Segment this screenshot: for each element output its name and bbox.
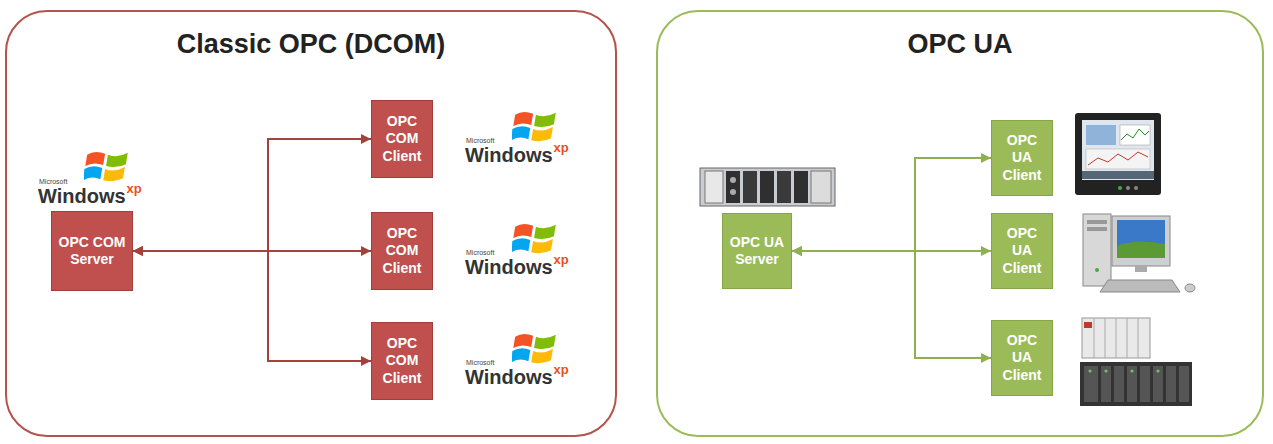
- com-box: OPC COM Client: [371, 212, 433, 290]
- plc-hardware: [1080, 318, 1192, 406]
- plc-rack: [700, 168, 835, 206]
- connector-arrow: [133, 139, 371, 251]
- com-box: OPC COM Client: [371, 100, 433, 178]
- com-box: OPC COM Server: [51, 211, 133, 291]
- desktop-pc: [1083, 214, 1195, 292]
- logo-wordmark: Windows: [38, 186, 126, 206]
- logo-small-text: Microsoft: [466, 359, 494, 366]
- box-label: OPC UA Client: [996, 132, 1048, 185]
- logo-wordmark: Windows: [465, 257, 553, 277]
- connector-arrow: [792, 251, 991, 358]
- box-label: OPC COM Client: [376, 335, 428, 388]
- ua-box: OPC UA Server: [722, 213, 792, 289]
- box-label: OPC COM Client: [376, 113, 428, 166]
- region-panel: OPC UAOPC UA ServerOPC UA ClientOPC UA C…: [656, 10, 1264, 437]
- logo-small-text: Microsoft: [39, 178, 67, 185]
- ua-box: OPC UA Client: [991, 120, 1053, 196]
- box-label: OPC COM Server: [56, 234, 128, 269]
- com-box: OPC COM Client: [371, 322, 433, 400]
- logo-suffix: xp: [554, 141, 569, 154]
- windows-flag: [83, 112, 555, 363]
- panel-title: Classic OPC (DCOM): [7, 29, 615, 60]
- ua-box: OPC UA Client: [991, 320, 1053, 396]
- connector-arrow: [792, 158, 991, 251]
- logo-small-text: Microsoft: [466, 137, 494, 144]
- box-label: OPC UA Server: [727, 234, 787, 269]
- connector-arrow: [133, 251, 371, 361]
- logo-suffix: xp: [554, 363, 569, 376]
- ua-box: OPC UA Client: [991, 213, 1053, 289]
- box-label: OPC COM Client: [376, 225, 428, 278]
- logo-wordmark: Windows: [465, 367, 553, 387]
- hmi-panel: [1075, 113, 1161, 195]
- logo-suffix: xp: [554, 253, 569, 266]
- panel-title: OPC UA: [658, 29, 1262, 60]
- box-label: OPC UA Client: [996, 225, 1048, 278]
- logo-suffix: xp: [127, 182, 142, 195]
- logo-wordmark: Windows: [465, 145, 553, 165]
- box-label: OPC UA Client: [996, 332, 1048, 385]
- logo-small-text: Microsoft: [466, 249, 494, 256]
